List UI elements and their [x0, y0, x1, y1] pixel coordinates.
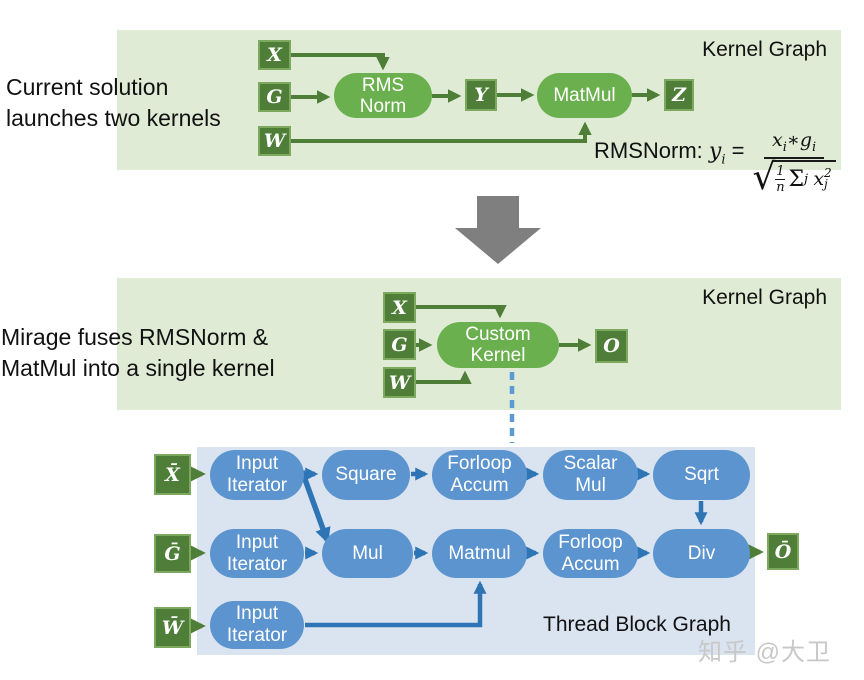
input-iterator-node-1: Input Iterator: [210, 450, 304, 500]
square-node: Square: [322, 450, 410, 500]
kernel-graph-title-1: Kernel Graph: [702, 38, 827, 61]
div-node: Div: [653, 529, 750, 578]
scalar-mul-node: Scalar Mul: [543, 450, 638, 500]
tensor-x2-box: X: [383, 292, 416, 323]
tensor-z-box: Z: [664, 79, 694, 111]
forloop-accum-node-1: Forloop Accum: [432, 450, 527, 500]
watermark-text: 知乎 @大卫: [698, 639, 832, 666]
sqrt-node: Sqrt: [653, 450, 750, 500]
matmul-node: MatMul: [537, 73, 632, 118]
custom-kernel-node: Custom Kernel: [437, 322, 559, 368]
tensor-x-box: X: [258, 40, 291, 70]
tensor-wbar-box: W̄: [154, 607, 191, 648]
tensor-g-box: G: [258, 82, 291, 112]
input-iterator-node-3: Input Iterator: [210, 601, 304, 649]
tensor-o-box: O: [595, 329, 628, 363]
caption-current-solution: Current solution launches two kernels: [6, 74, 221, 131]
mul-node: Mul: [322, 529, 413, 578]
tensor-gbar-box: Ḡ: [154, 534, 191, 573]
big-down-arrow: [455, 196, 541, 264]
tensor-xbar-box: X̄: [154, 454, 191, 495]
thread-block-graph-title: Thread Block Graph: [543, 613, 731, 636]
tensor-y-box: Y: [465, 79, 497, 111]
tensor-g2-box: G: [383, 329, 416, 360]
radical-sign: √: [752, 156, 776, 198]
kernel-graph-title-2: Kernel Graph: [702, 286, 827, 309]
tensor-w2-box: W: [383, 367, 416, 398]
tensor-w-box: W: [258, 126, 291, 156]
rmsnorm-node: RMS Norm: [334, 73, 432, 118]
caption-mirage-fuses: Mirage fuses RMSNorm & MatMul into a sin…: [1, 324, 275, 381]
tensor-obar-box: Ō: [767, 533, 799, 570]
forloop-accum-node-2: Forloop Accum: [543, 529, 638, 578]
matmul-tb-node: Matmul: [432, 529, 527, 578]
input-iterator-node-2: Input Iterator: [210, 529, 304, 578]
